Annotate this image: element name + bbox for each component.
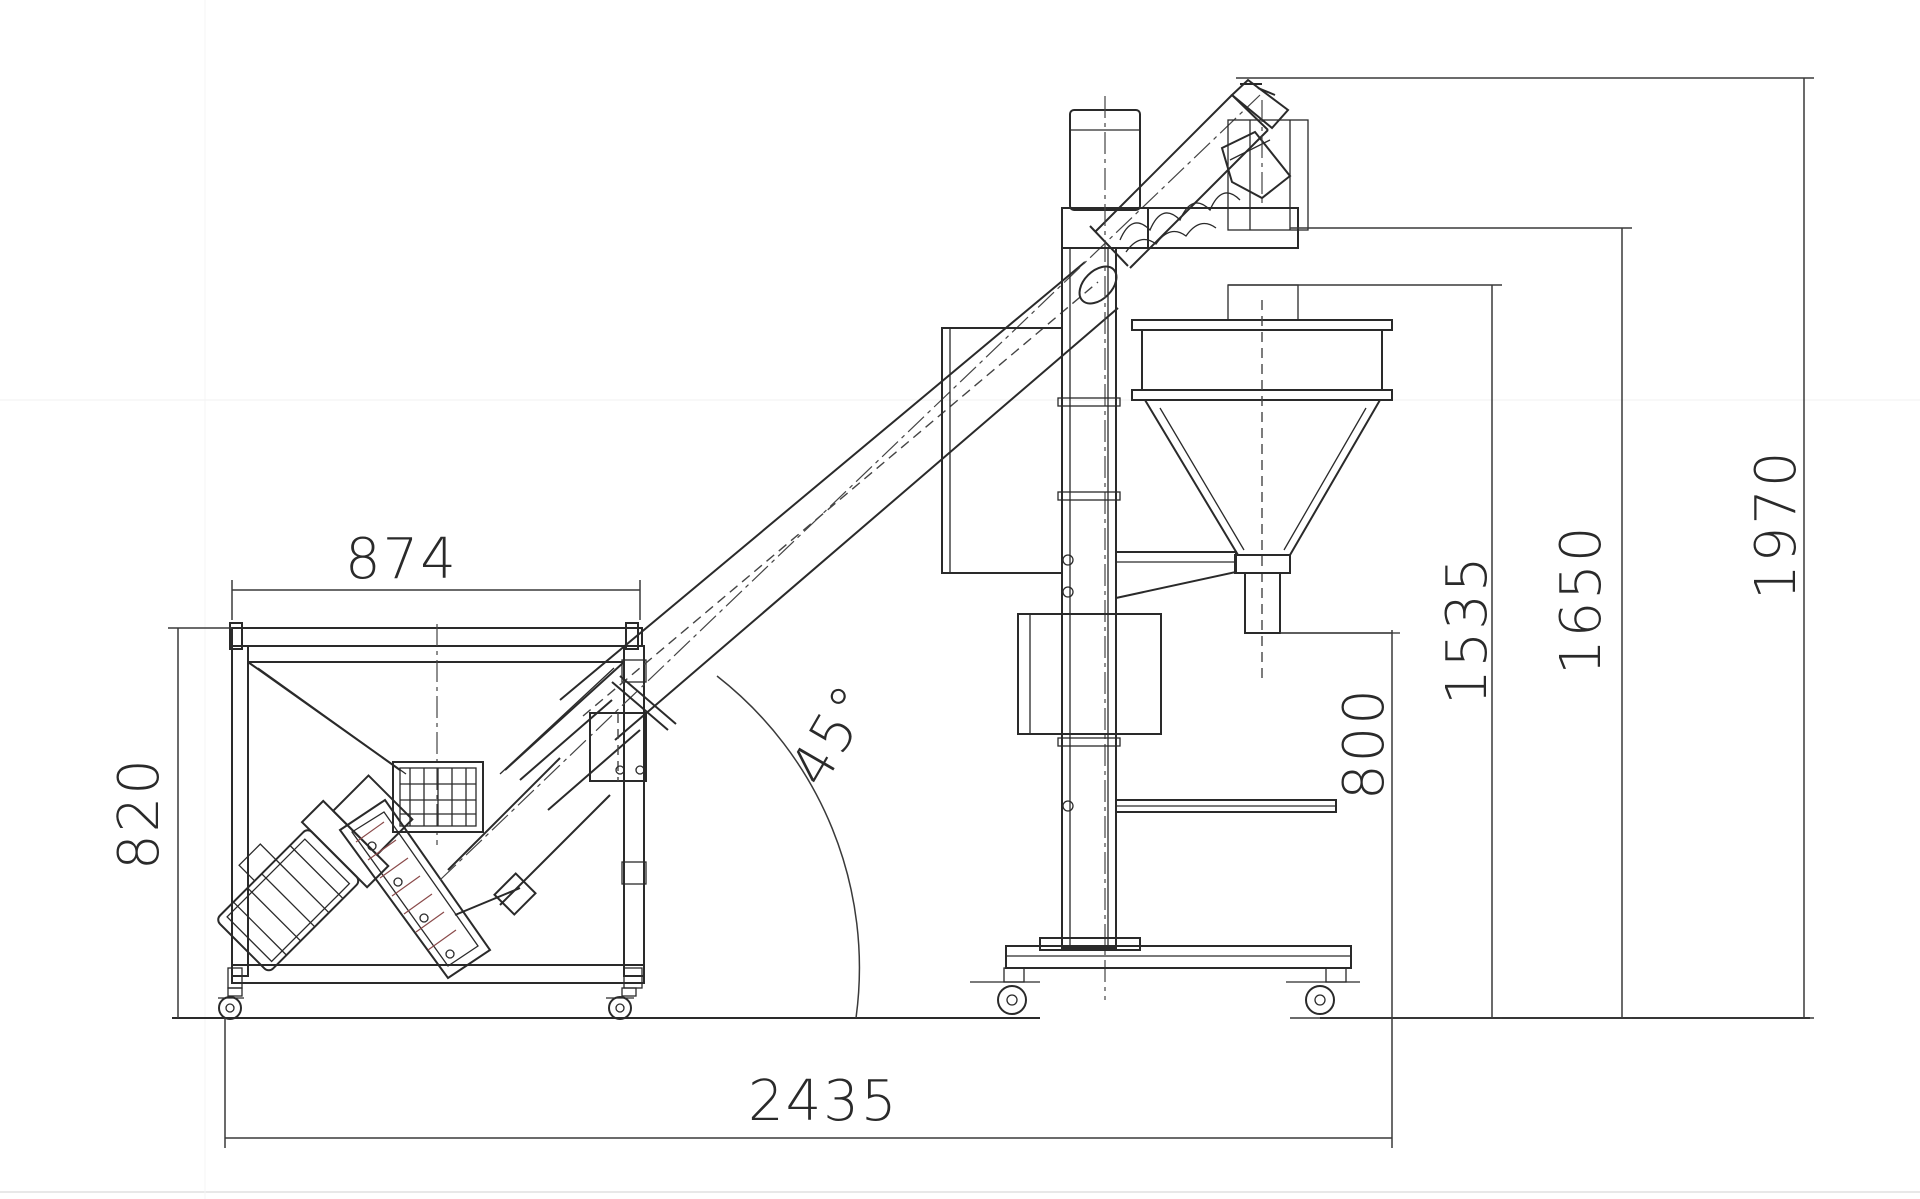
- hopper-support-arm: [1062, 551, 1237, 600]
- dimension-hopper-height: [168, 627, 232, 1018]
- filler-side-panel: [1017, 613, 1162, 735]
- dimension-hopper-width: [231, 580, 641, 620]
- hopper-castor-right: [606, 987, 637, 1020]
- filler-castor-right: [1286, 967, 1360, 1015]
- feed-hopper-frame: [227, 622, 647, 989]
- side-control-box: [941, 327, 1063, 574]
- inclined-screw-conveyor-tube: [439, 94, 1261, 916]
- filler-castor-left: [970, 967, 1040, 1015]
- dimension-hopper-top-height: [1228, 284, 1502, 1019]
- filler-hopper: [1131, 284, 1400, 680]
- filler-column: [1057, 119, 1309, 949]
- label-overall-height: 1970: [1744, 449, 1809, 600]
- label-hopper-width: 874: [345, 527, 458, 592]
- label-incline-angle: 45°: [778, 673, 887, 797]
- angle-arc-45: [716, 675, 861, 1019]
- filling-tray: [1062, 799, 1337, 813]
- label-overall-length: 2435: [748, 1069, 899, 1134]
- label-conveyor-discharge-height: 1650: [1549, 524, 1614, 675]
- dimension-overall-length: [224, 630, 1393, 1148]
- label-outlet-height: 800: [1332, 687, 1397, 800]
- hopper-agitator-block: [392, 761, 484, 833]
- dimension-conveyor-discharge-height: [1290, 227, 1632, 1019]
- dimension-overall-height: [1236, 77, 1814, 1019]
- label-hopper-top-height: 1535: [1435, 554, 1500, 705]
- filler-upper-motor: [1061, 96, 1149, 1000]
- filler-base: [1005, 937, 1352, 969]
- gearbox-flange: [338, 798, 492, 980]
- upper-screw-discharge: [1089, 78, 1292, 269]
- drive-motor: [217, 774, 414, 972]
- hopper-castor-left: [218, 987, 244, 1020]
- label-hopper-height: 820: [107, 757, 172, 870]
